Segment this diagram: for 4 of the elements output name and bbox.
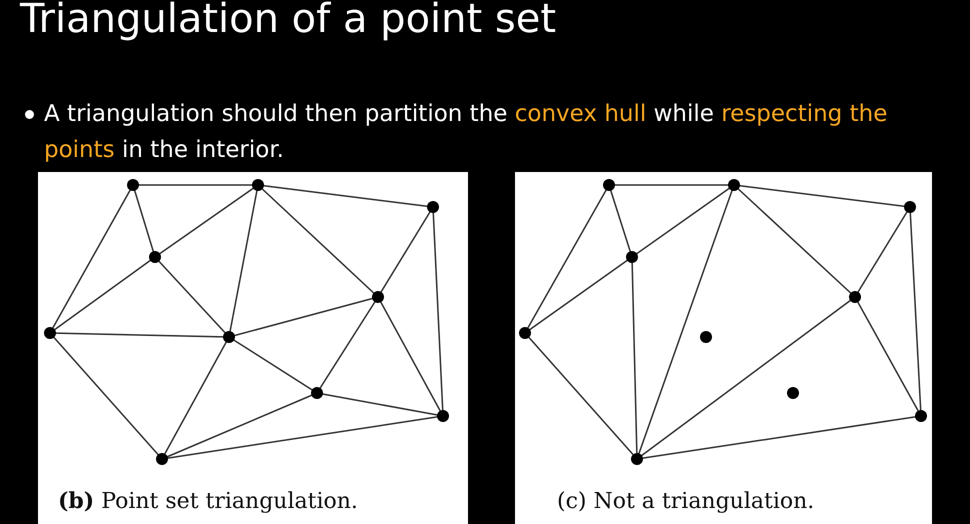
bullet-text: A triangulation should then partition the convex hull while respecting the points in the interior.: [44, 100, 888, 165]
figure-caption: (b) Point set triangulation.: [58, 489, 358, 514]
figure-caption: (c) Not a triangulation.: [557, 489, 814, 514]
slide-title: Triangulation of a point set: [20, 0, 556, 42]
